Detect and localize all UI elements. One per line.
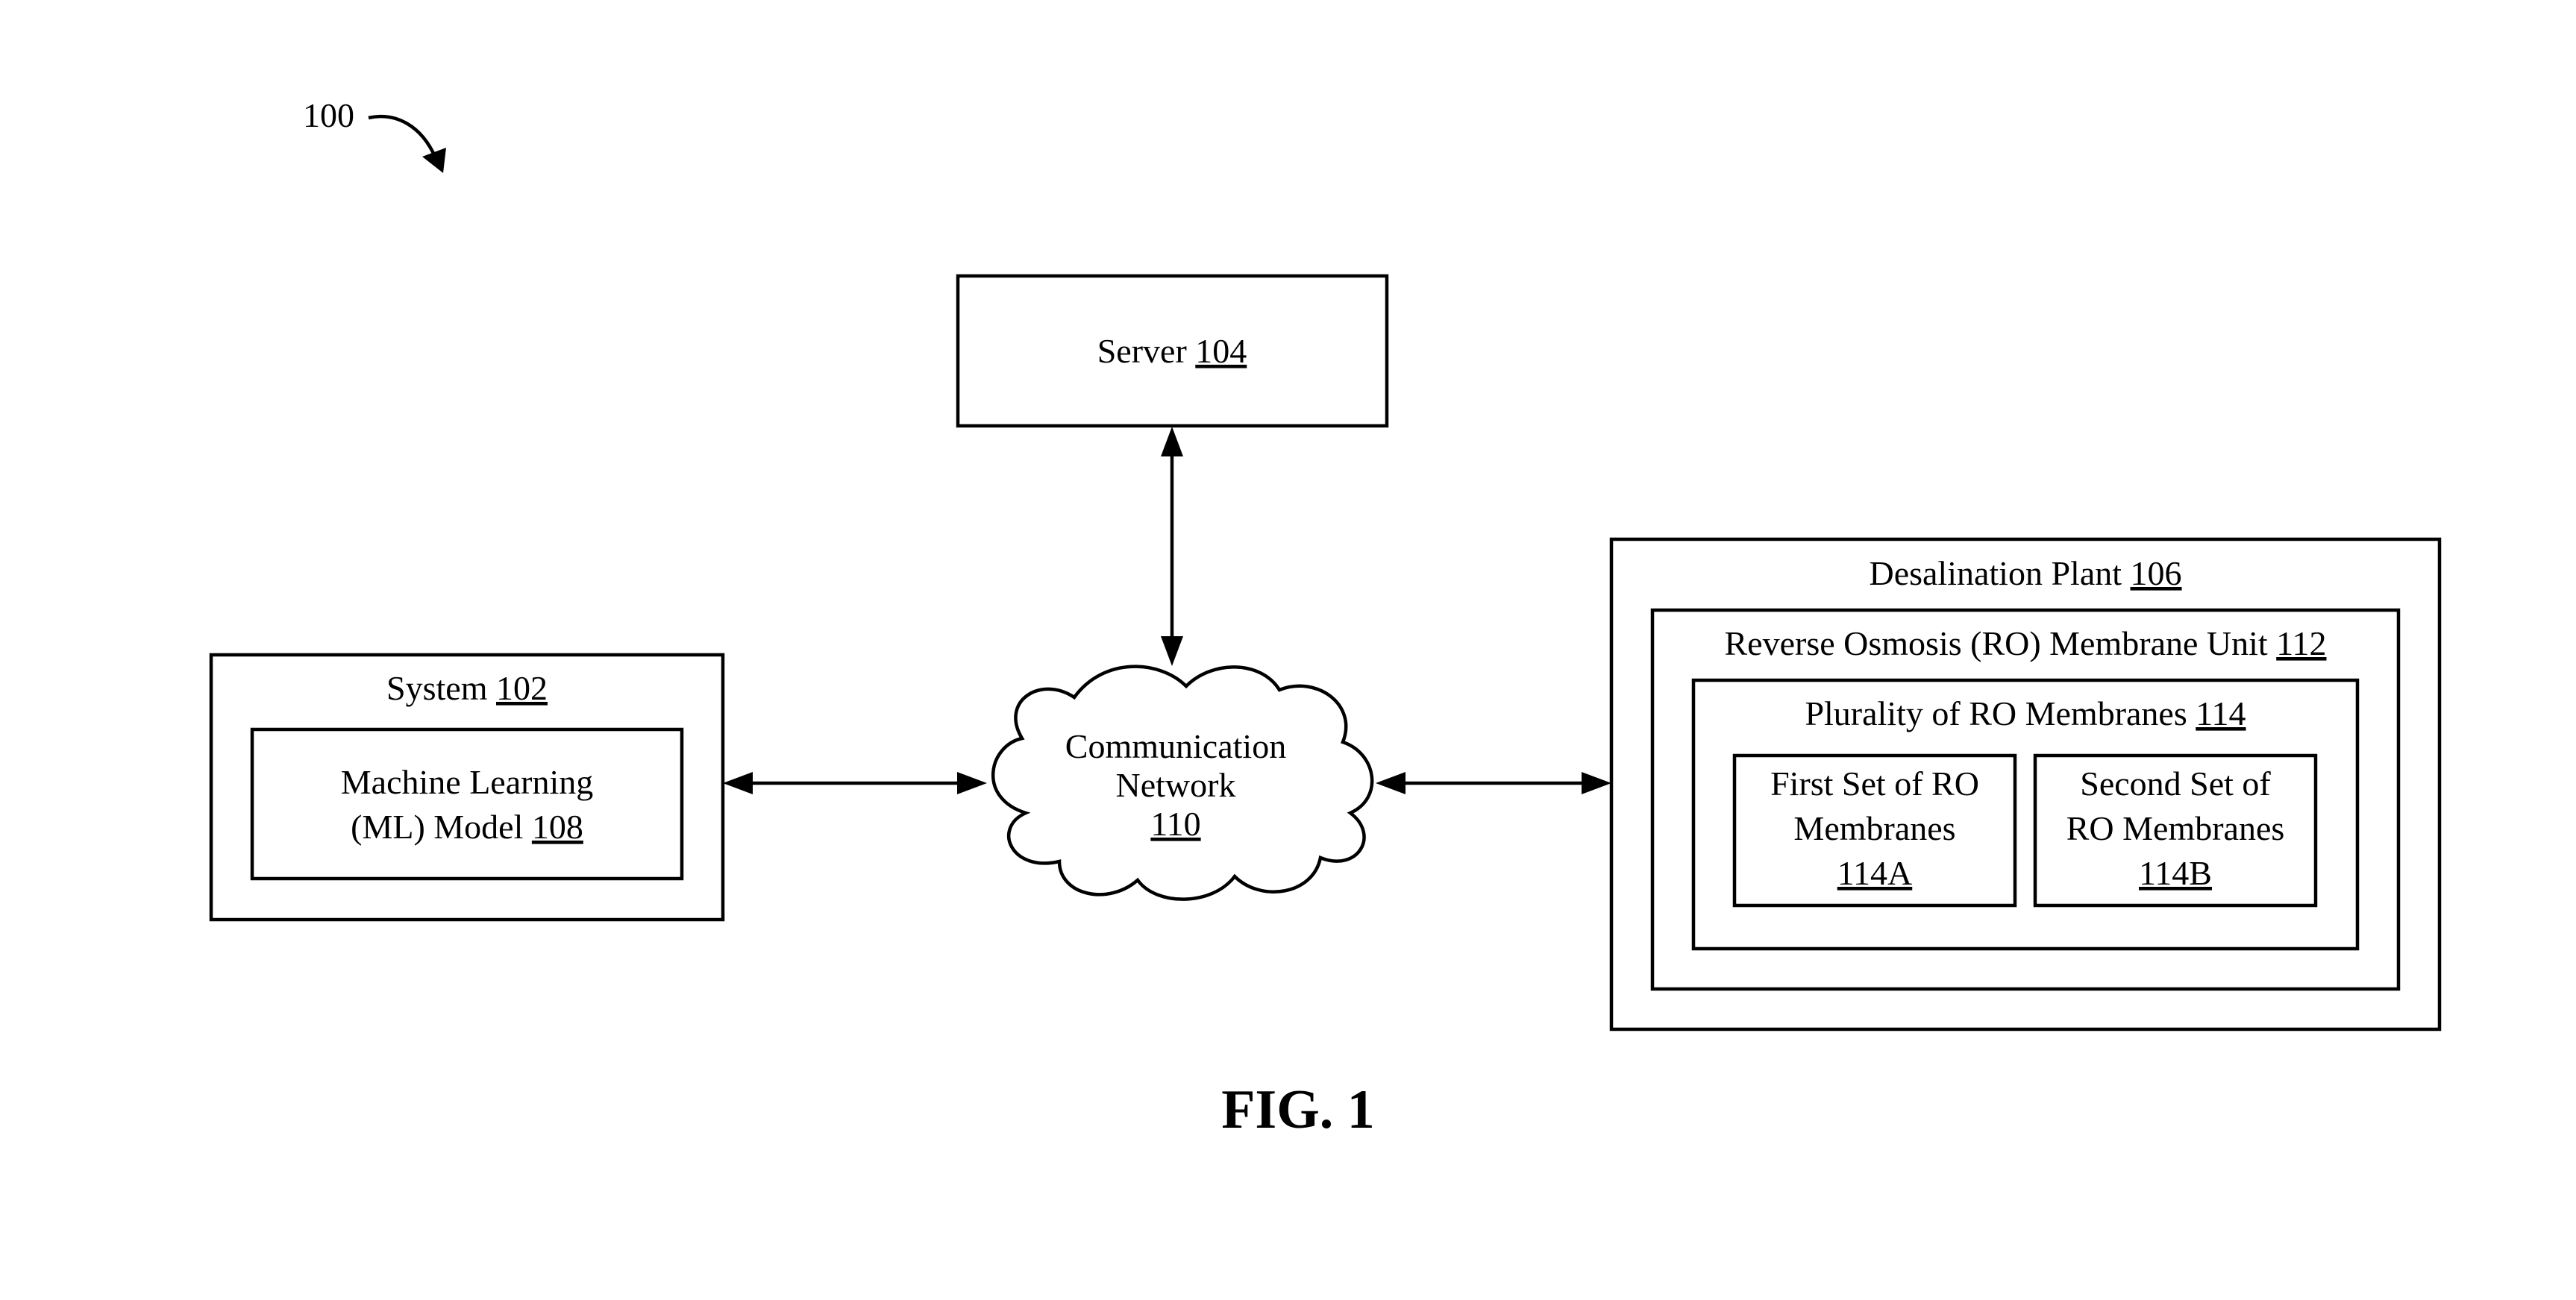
system-box <box>209 653 725 922</box>
server-label: Server 104 <box>1097 332 1247 370</box>
ro-membranes-box <box>1691 678 2360 951</box>
ro-unit-box <box>1650 608 2401 991</box>
network-label-line2: Network <box>1116 766 1236 804</box>
figure-caption: FIG. 1 <box>1221 1079 1375 1140</box>
network-ref: 110 <box>1150 805 1200 843</box>
ml-model-box <box>250 727 684 881</box>
second-set-ref: 114B <box>2139 854 2212 892</box>
system-network-arrow-head-left <box>723 772 753 794</box>
server-network-arrow-head-up <box>1161 427 1183 456</box>
second-set-box <box>2033 753 2318 908</box>
figure-ref-label: 100 <box>303 96 354 134</box>
first-set-label-line2: Membranes <box>1793 809 1955 847</box>
ref-arrow-head <box>422 148 446 173</box>
system-network-arrow-head-right <box>957 772 987 794</box>
second-set-label-line1: Second Set of <box>2080 764 2271 803</box>
ref-arrow-line <box>368 114 438 159</box>
server-box <box>956 274 1389 428</box>
network-plant-arrow-head-left <box>1376 772 1405 794</box>
plant-label: Desalination Plant 106 <box>1869 554 2181 592</box>
network-plant-arrow-head-right <box>1582 772 1611 794</box>
system-label: System 102 <box>386 669 548 707</box>
server-network-arrow-head-down <box>1161 636 1183 666</box>
ro-unit-label: Reverse Osmosis (RO) Membrane Unit 112 <box>1724 624 2326 662</box>
network-cloud-shape <box>991 665 1374 901</box>
first-set-label-line1: First Set of RO <box>1770 764 1979 803</box>
plant-box <box>1609 537 2442 1031</box>
network-label-line1: Communication <box>1065 727 1286 765</box>
second-set-label-line2: RO Membranes <box>2066 809 2285 847</box>
ro-membranes-label: Plurality of RO Membranes 114 <box>1805 694 2246 732</box>
first-set-ref: 114A <box>1837 854 1913 892</box>
ml-model-label-line2: (ML) Model 108 <box>351 808 583 846</box>
first-set-box <box>1732 753 2017 908</box>
ml-model-label-line1: Machine Learning <box>341 763 593 801</box>
